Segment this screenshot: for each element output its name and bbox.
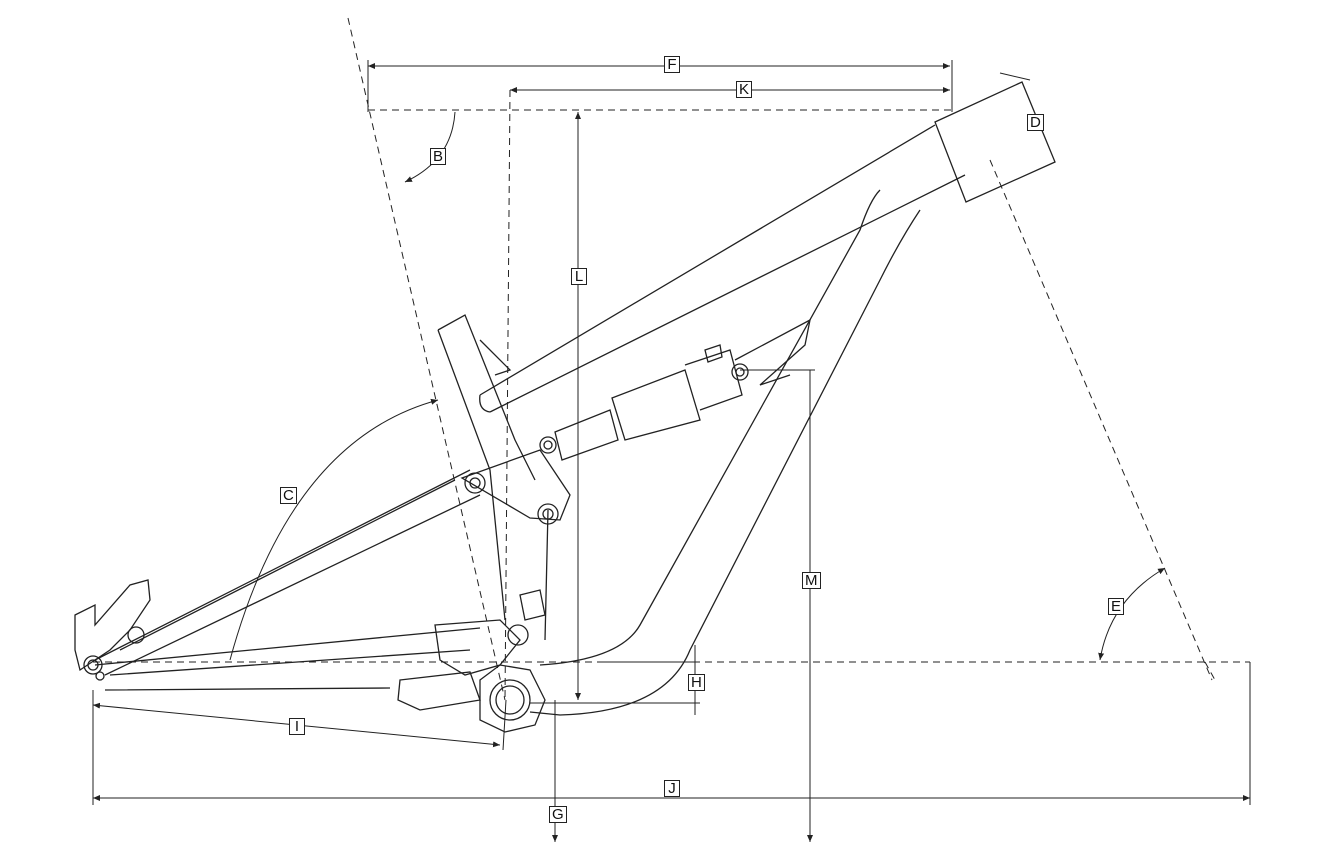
dimension-lines (92, 60, 1251, 842)
down-tube (529, 189, 921, 716)
dropout (74, 579, 151, 672)
reference-lines (93, 17, 1250, 701)
top-tube (479, 124, 966, 413)
label-D: D (1027, 114, 1044, 131)
chainguide (397, 619, 521, 711)
shock (554, 349, 743, 461)
label-J: J (664, 780, 680, 797)
label-B: B (430, 148, 447, 165)
label-K: K (736, 81, 753, 98)
frame (74, 81, 1056, 733)
label-F: F (664, 56, 680, 73)
label-I: I (289, 718, 305, 735)
chain-stay (94, 627, 481, 691)
seat-tube (437, 314, 549, 641)
label-G: G (549, 806, 567, 823)
label-H: H (688, 674, 705, 691)
head-tube (934, 81, 1056, 203)
link (460, 449, 571, 521)
bottom-bracket (479, 664, 546, 733)
seat-stay (94, 469, 481, 676)
label-L: L (571, 268, 587, 285)
label-M: M (802, 572, 821, 589)
label-C: C (280, 487, 297, 504)
rear-axle (83, 655, 103, 675)
label-E: E (1108, 598, 1125, 615)
